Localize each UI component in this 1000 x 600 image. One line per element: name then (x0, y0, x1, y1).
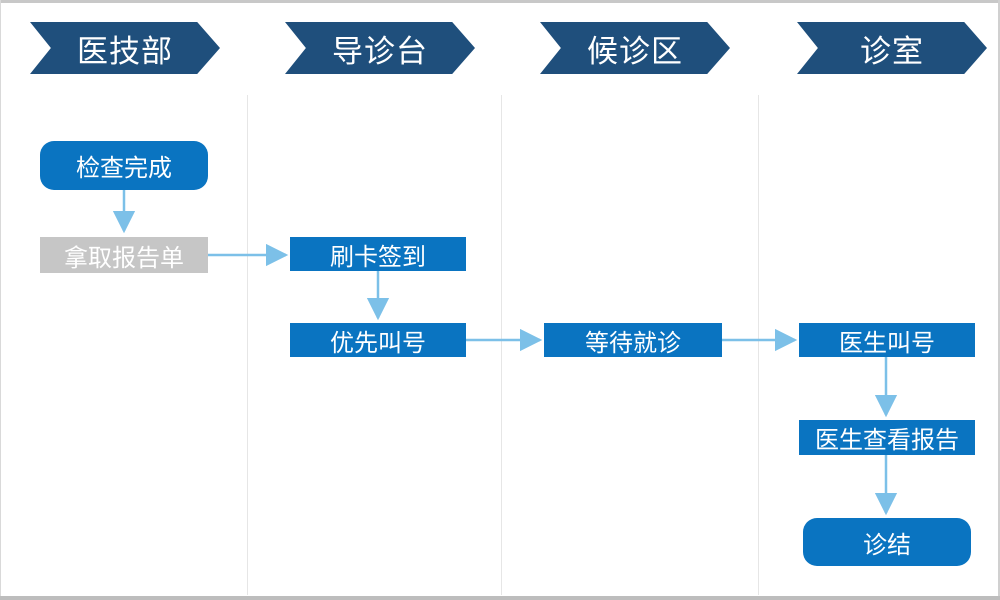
node-exam-complete: 检查完成 (40, 141, 208, 190)
node-priority-call: 优先叫号 (290, 323, 466, 357)
node-conclusion: 诊结 (803, 518, 971, 566)
node-wait-visit: 等待就诊 (544, 323, 722, 357)
column-header-consulting-room: 诊室 (797, 22, 987, 74)
node-doctor-call: 医生叫号 (799, 323, 975, 357)
column-header-waiting-area: 候诊区 (540, 22, 730, 74)
column-divider (758, 95, 759, 595)
frame-right-border (998, 0, 1000, 600)
node-doctor-review: 医生查看报告 (799, 420, 975, 455)
frame-top-border (0, 0, 1000, 3)
node-card-checkin: 刷卡签到 (290, 237, 466, 271)
node-get-report: 拿取报告单 (40, 237, 208, 273)
column-divider (501, 95, 502, 595)
frame-left-border (0, 0, 1, 600)
frame-bottom-border (0, 596, 1000, 600)
column-header-medical-tech: 医技部 (30, 22, 220, 74)
column-header-reception: 导诊台 (285, 22, 475, 74)
column-divider (247, 95, 248, 595)
